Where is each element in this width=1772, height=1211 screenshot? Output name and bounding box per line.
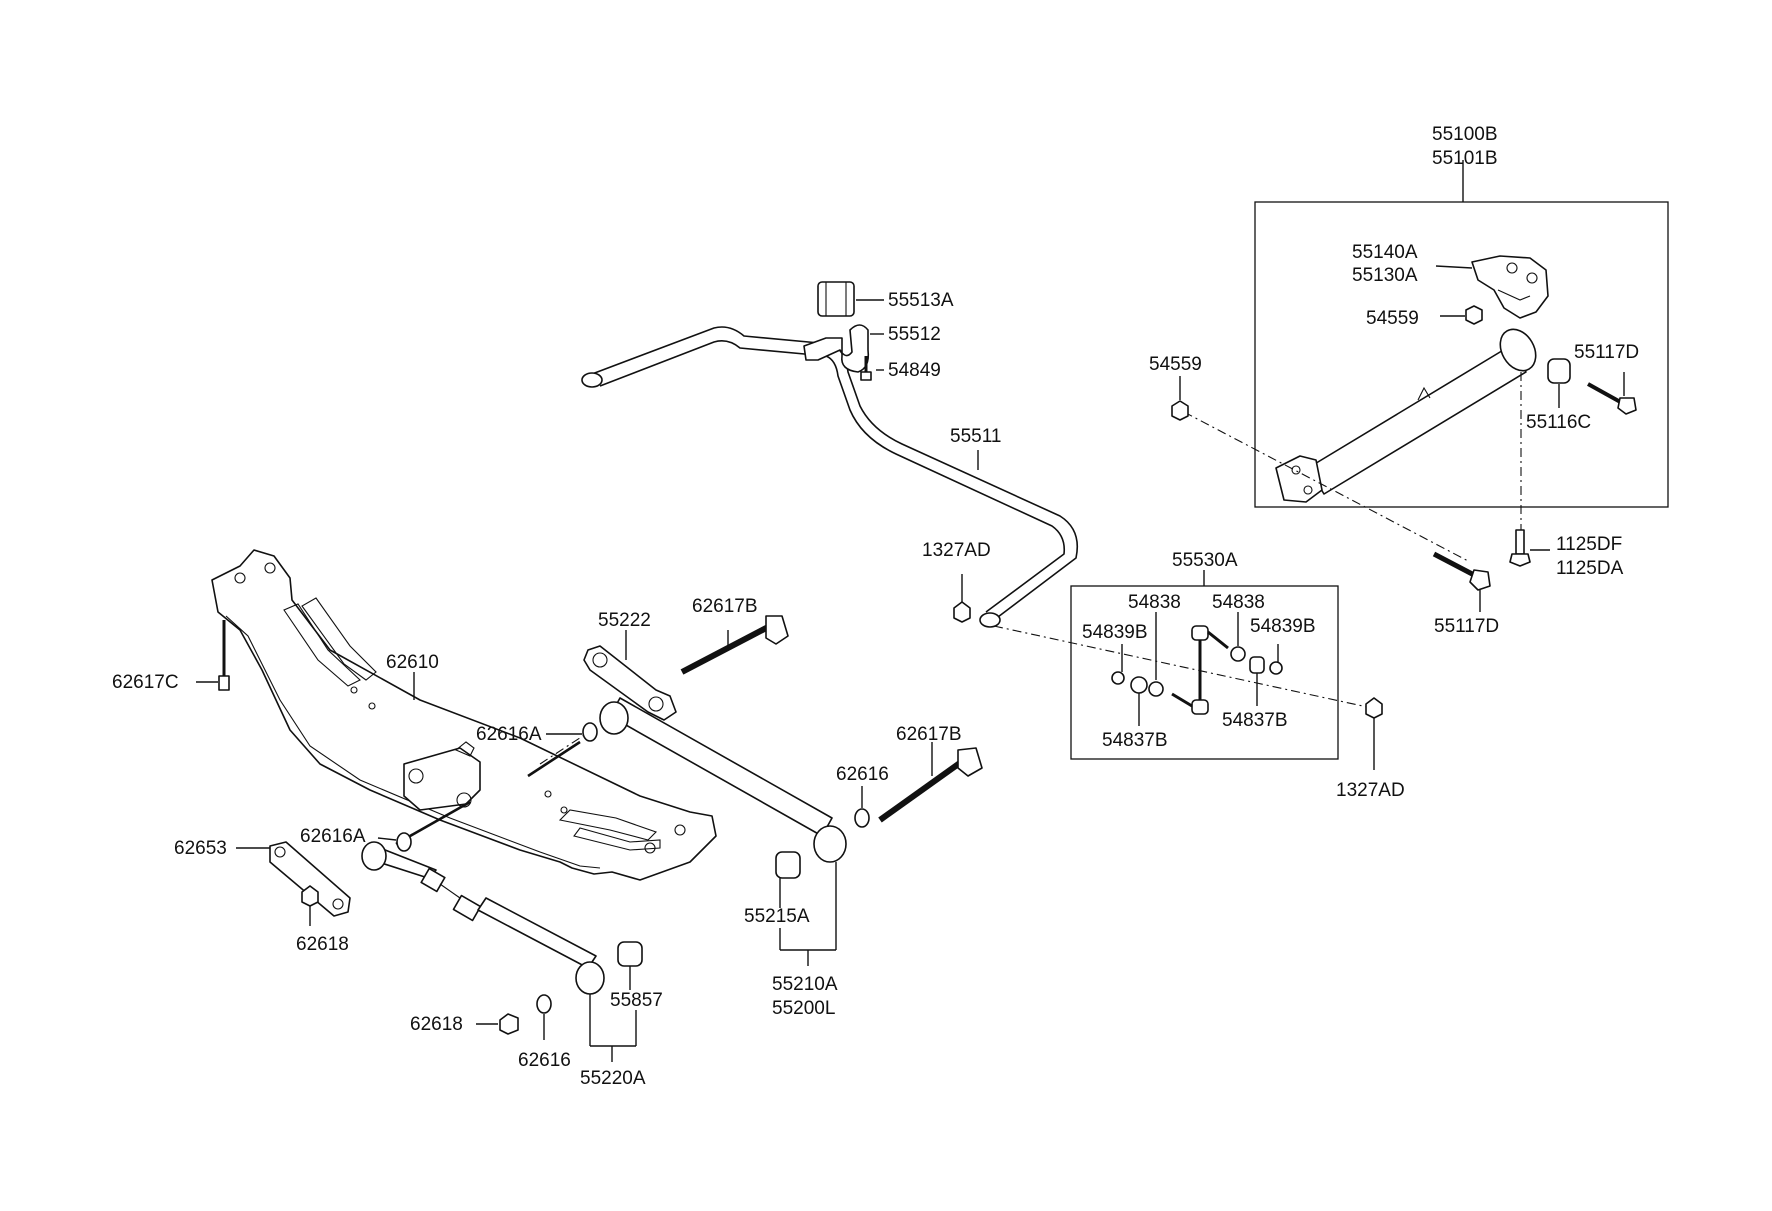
- label-54849: 54849: [888, 360, 941, 381]
- label-55117D-upper: 55117D: [1574, 342, 1639, 363]
- label-62617B-upper: 62617B: [692, 596, 758, 617]
- bolt-62617B-lower: [878, 747, 983, 823]
- stabilizer-link-assembly: [1070, 570, 1339, 760]
- label-55222: 55222: [598, 610, 651, 631]
- label-55513A: 55513A: [888, 290, 954, 311]
- trailing-arm-assembly-box: [1254, 201, 1669, 508]
- nut-62618-lower: [499, 1013, 519, 1035]
- plate-62653: [269, 841, 351, 917]
- label-62616-right: 62616: [836, 764, 889, 785]
- label-1327AD-upper: 1327AD: [922, 540, 991, 561]
- label-55117D-lower: 55117D: [1434, 616, 1499, 637]
- nut-1327AD-upper: [953, 601, 971, 623]
- label-54559-outer: 54559: [1149, 354, 1202, 375]
- label-55210A: 55210A: [772, 974, 838, 995]
- label-1327AD-lower: 1327AD: [1336, 780, 1405, 801]
- bolt-62617C: [218, 620, 230, 691]
- bolt-55117D-inner: [1587, 382, 1637, 415]
- label-54559-inner: 54559: [1366, 308, 1419, 329]
- label-62610: 62610: [386, 652, 439, 673]
- label-54838-right: 54838: [1212, 592, 1265, 613]
- nut-54559-outer: [1171, 400, 1189, 421]
- label-54838-left: 54838: [1128, 592, 1181, 613]
- nut-54559-inner: [1465, 305, 1483, 325]
- label-55215A: 55215A: [744, 906, 810, 927]
- label-55530A: 55530A: [1172, 550, 1238, 571]
- label-1125DF: 1125DF: [1556, 534, 1622, 555]
- label-62617C: 62617C: [112, 672, 179, 693]
- label-55130A: 55130A: [1352, 265, 1418, 286]
- label-62616A-lower: 62616A: [300, 826, 366, 847]
- lateral-arm-55210A: [599, 697, 847, 863]
- label-62616-lower: 62616: [518, 1050, 571, 1071]
- nut-62618-upper: [301, 885, 319, 907]
- adjustable-arm-55220A: [361, 841, 605, 995]
- label-55100B: 55100B: [1432, 124, 1498, 145]
- label-55220A: 55220A: [580, 1068, 646, 1089]
- label-1125DA: 1125DA: [1556, 558, 1624, 579]
- crossmember-62610: [211, 549, 717, 881]
- label-55512: 55512: [888, 324, 941, 345]
- bracket-55512: [803, 324, 870, 373]
- label-62618-upper: 62618: [296, 934, 349, 955]
- bushing-55116C: [1547, 358, 1571, 384]
- label-55101B: 55101B: [1432, 148, 1498, 169]
- part-labels: 55100B 55101B 55140A 55130A 54559 54559 …: [112, 124, 1639, 1089]
- washer-62616A-upper: [582, 722, 598, 742]
- washer-62616-lower: [536, 994, 552, 1014]
- label-62616A-upper: 62616A: [476, 724, 542, 745]
- link-55222: [583, 645, 677, 721]
- bolt-62617B-upper: [680, 615, 789, 675]
- bolt-55117D-outer: [1432, 551, 1491, 591]
- bushing-55215A: [775, 851, 801, 879]
- bolt-1125DF: [1509, 529, 1531, 567]
- bracket-55140A: [1471, 255, 1549, 319]
- bushing-55513A: [817, 281, 855, 317]
- label-55857: 55857: [610, 990, 663, 1011]
- label-62617B-lower: 62617B: [896, 724, 962, 745]
- label-55200L: 55200L: [772, 998, 835, 1019]
- trailing-arm: [1275, 328, 1537, 503]
- stabilizer-bar: [581, 326, 1079, 628]
- label-55116C: 55116C: [1526, 412, 1591, 433]
- bushing-55857: [617, 941, 643, 967]
- label-62618-lower: 62618: [410, 1014, 463, 1035]
- nut-1327AD-lower: [1365, 697, 1383, 719]
- label-54839B-right: 54839B: [1250, 616, 1316, 637]
- label-62653: 62653: [174, 838, 227, 859]
- bolt-54849: [860, 356, 872, 381]
- label-55511: 55511: [950, 426, 1001, 447]
- washer-62616-right: [854, 808, 870, 828]
- label-54837B-right: 54837B: [1222, 710, 1288, 731]
- trailing-arm-assembly: [1183, 160, 1669, 563]
- stabilizer-link: [1171, 625, 1229, 715]
- label-54839B-left: 54839B: [1082, 622, 1148, 643]
- washer-62616A-lower: [396, 832, 412, 852]
- label-55140A: 55140A: [1352, 242, 1418, 263]
- label-54837B-left: 54837B: [1102, 730, 1168, 751]
